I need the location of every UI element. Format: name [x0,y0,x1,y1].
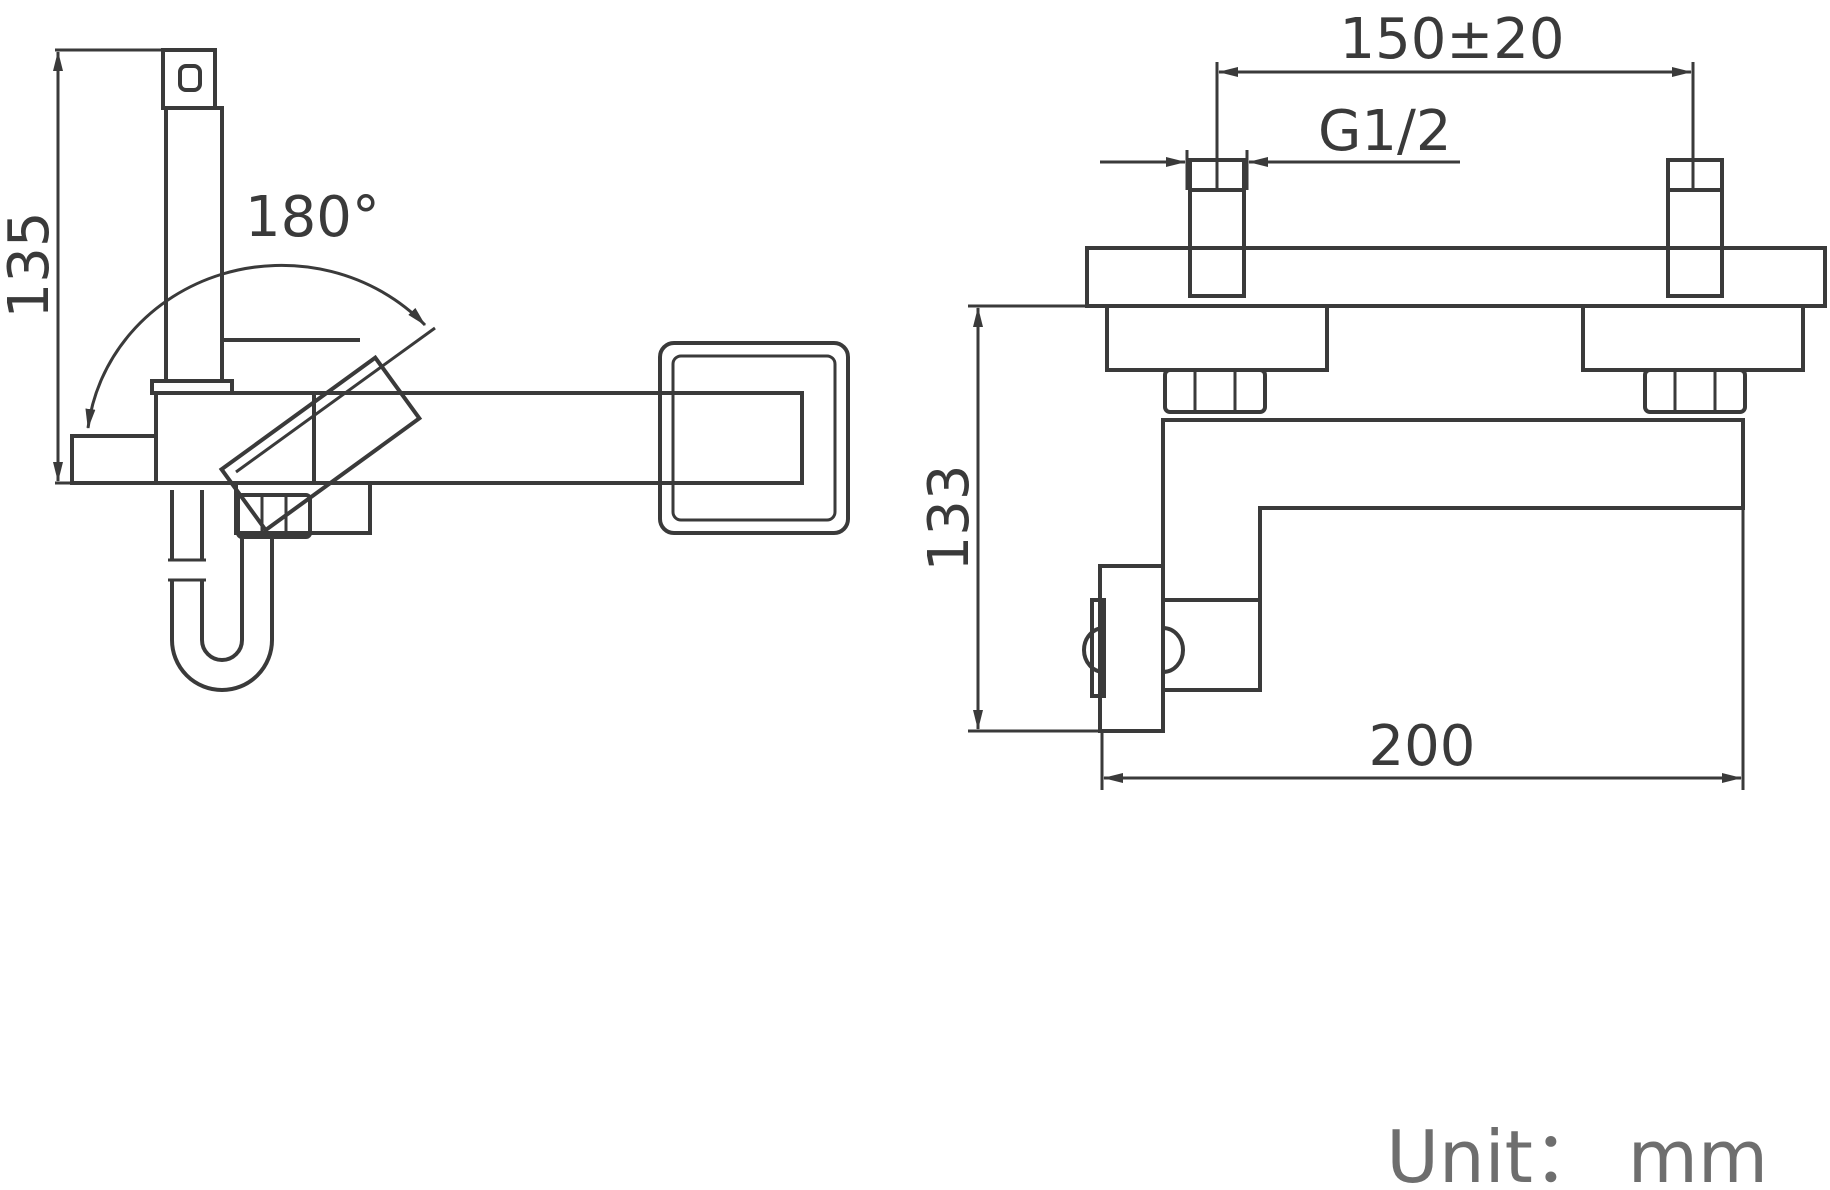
wall-plate [1085,246,1827,308]
handle-stem [164,106,224,383]
hex-nut [236,493,312,539]
dimension-200-label: 200 [1369,714,1476,779]
spout-arm [70,391,804,485]
nut-right [1643,368,1747,414]
spout-outlet [658,341,850,535]
unit-label: Unit： mm [1386,1115,1768,1190]
rotated-spout [218,354,423,533]
dimension-133: 133 [917,304,1107,733]
mixer-body [154,391,316,485]
inlet-spacing-label: 150±20 [1339,7,1564,72]
flange-right [1581,304,1805,372]
nut-left [1163,368,1267,414]
dimension-135: 135 [0,48,215,485]
lower-block [234,481,372,535]
inlet-left [1188,188,1246,298]
front-body [1161,418,1745,692]
side-view: 135 180° [0,48,850,692]
flange-left [1105,304,1329,372]
rotation-arc: 180° [85,185,436,474]
front-handle [1098,564,1165,733]
dimension-135-label: 135 [0,212,62,319]
hose [170,490,274,692]
rotation-angle-label: 180° [245,185,380,250]
dimension-200: 200 [1100,508,1745,790]
dimension-133-label: 133 [917,465,982,572]
dimension-g12: G1/2 [1100,99,1460,190]
thread-size-label: G1/2 [1318,99,1452,164]
dimension-150: 150±20 [1215,7,1695,190]
handle-knob [161,48,217,110]
front-view: 150±20 G1/2 [917,7,1827,790]
inlet-right [1666,188,1724,298]
